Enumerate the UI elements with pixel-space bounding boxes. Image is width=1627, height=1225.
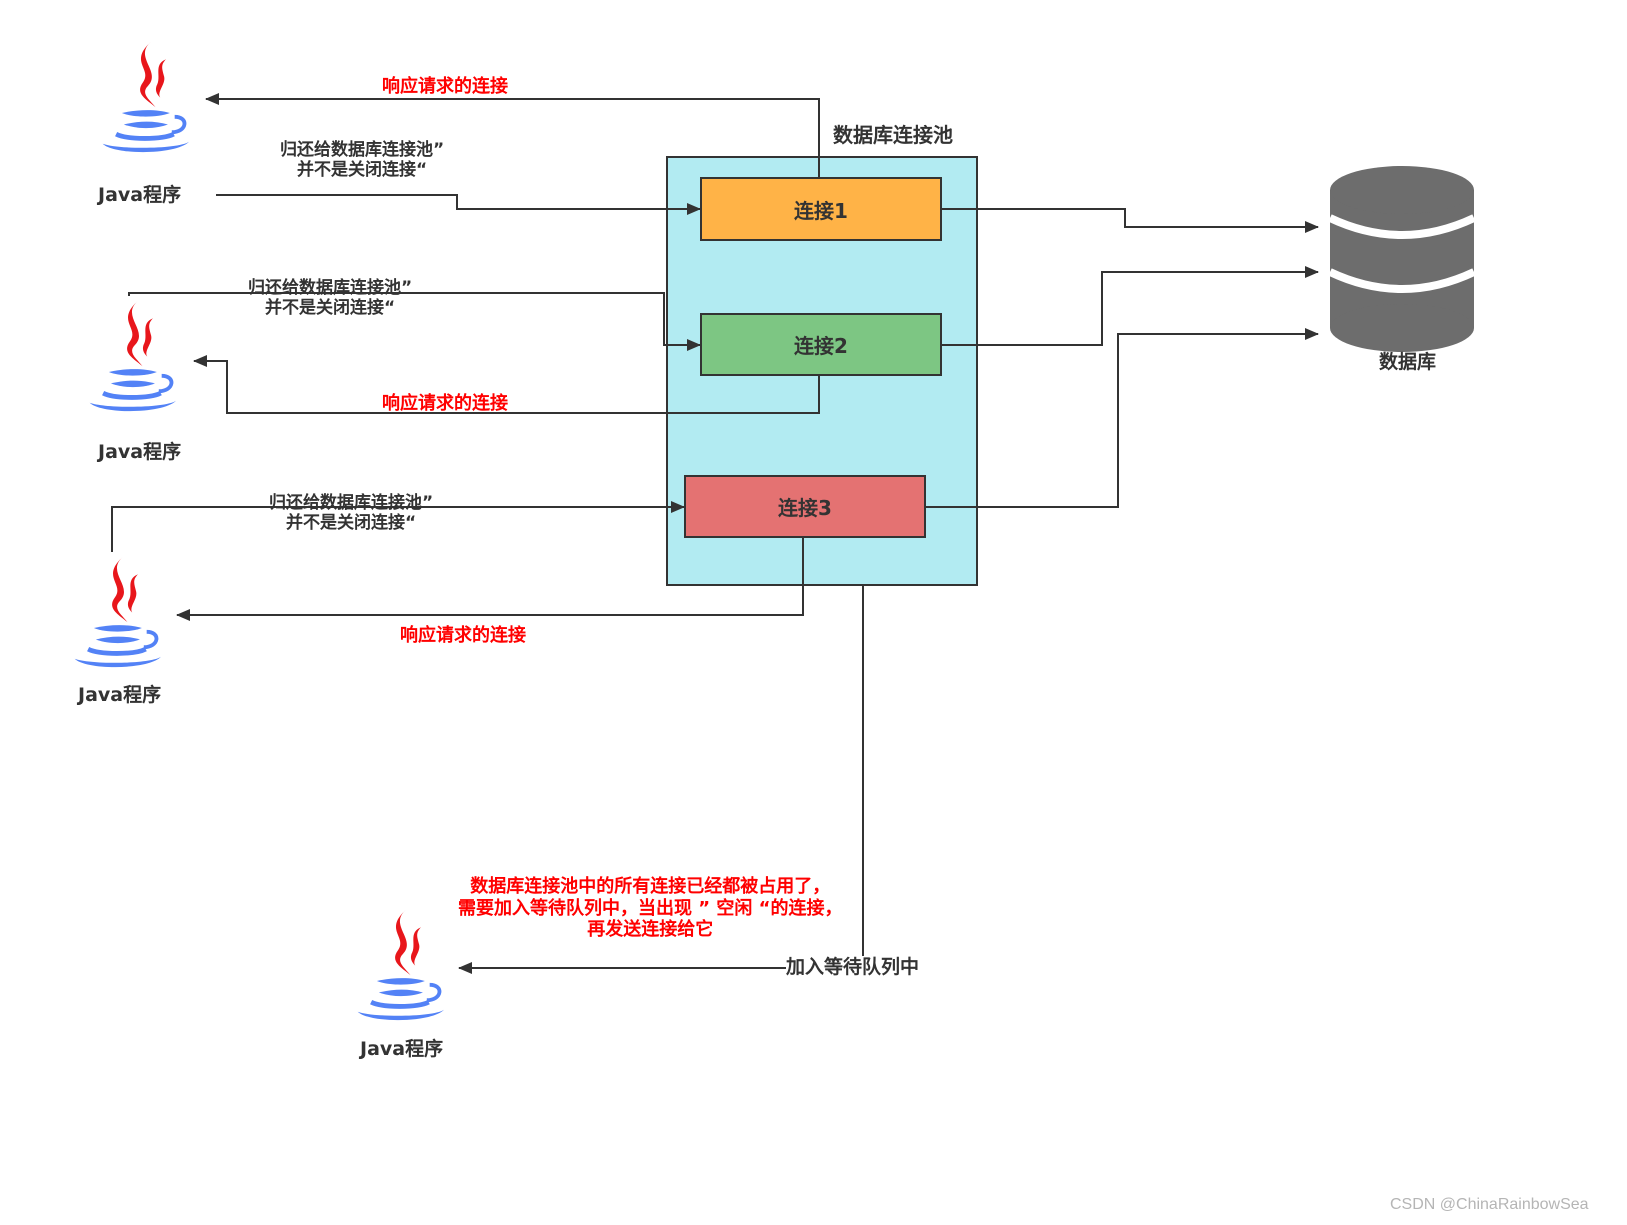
watermark: CSDN @ChinaRainbowSea [1390, 1196, 1589, 1213]
return-label-line1: 归还给数据库连接池” [280, 140, 445, 160]
database-label: 数据库 [1379, 351, 1437, 373]
client-3-label: Java程序 [78, 684, 162, 706]
connection-1-box: 连接1 [700, 177, 942, 241]
edge-return-2 [128, 292, 701, 351]
edge-return-3 [111, 501, 685, 552]
connection-3-label: 连接3 [778, 496, 832, 520]
connection-2-label: 连接2 [794, 334, 848, 358]
connection-3-box: 连接3 [684, 475, 926, 538]
database-icon [1328, 166, 1476, 352]
java-cup-icon [358, 910, 444, 1020]
connection-1-label: 连接1 [794, 198, 848, 223]
respond-label-2: 响应请求的连接 [382, 393, 508, 414]
connection-2-box: 连接2 [700, 313, 942, 376]
return-label-line2: 并不是关闭连接“ [286, 513, 417, 534]
client-2-label: Java程序 [98, 441, 182, 463]
respond-label-3: 响应请求的连接 [400, 625, 526, 646]
return-label-line2: 并不是关闭连接“ [265, 298, 396, 319]
return-label-2: 归还给数据库连接池” 并不是关闭连接“ [248, 278, 412, 319]
java-cup-icon [75, 557, 161, 667]
queue-label: 加入等待队列中 [786, 956, 920, 979]
respond-label-1: 响应请求的连接 [382, 76, 508, 97]
pool-title: 数据库连接池 [833, 123, 953, 147]
edge-conn2-db [942, 266, 1319, 346]
edge-respond-3 [176, 538, 804, 621]
edge-conn1-db [942, 208, 1319, 233]
java-cup-icon [103, 42, 189, 152]
return-label-line1: 归还给数据库连接池” [248, 278, 413, 298]
waiting-note-line2: 需要加入等待队列中，当出现 ” 空闲 “的连接， [458, 897, 843, 919]
edge-respond-2 [193, 355, 820, 414]
edge-return-1 [216, 194, 701, 215]
waiting-note: 数据库连接池中的所有连接已经都被占用了， 需要加入等待队列中，当出现 ” 空闲 … [458, 876, 842, 941]
return-label-line1: 归还给数据库连接池” [269, 493, 434, 513]
client-4-label: Java程序 [360, 1038, 444, 1060]
return-label-1: 归还给数据库连接池” 并不是关闭连接“ [280, 140, 444, 181]
client-1-label: Java程序 [98, 184, 182, 206]
edge-respond-1 [205, 93, 820, 177]
waiting-note-line1: 数据库连接池中的所有连接已经都被占用了， [470, 876, 831, 897]
waiting-note-line3: 再发送连接给它 [587, 919, 714, 941]
return-label-line2: 并不是关闭连接“ [297, 160, 428, 181]
return-label-3: 归还给数据库连接池” 并不是关闭连接“ [269, 493, 433, 534]
java-cup-icon [90, 301, 176, 411]
edge-conn3-db [926, 328, 1319, 508]
